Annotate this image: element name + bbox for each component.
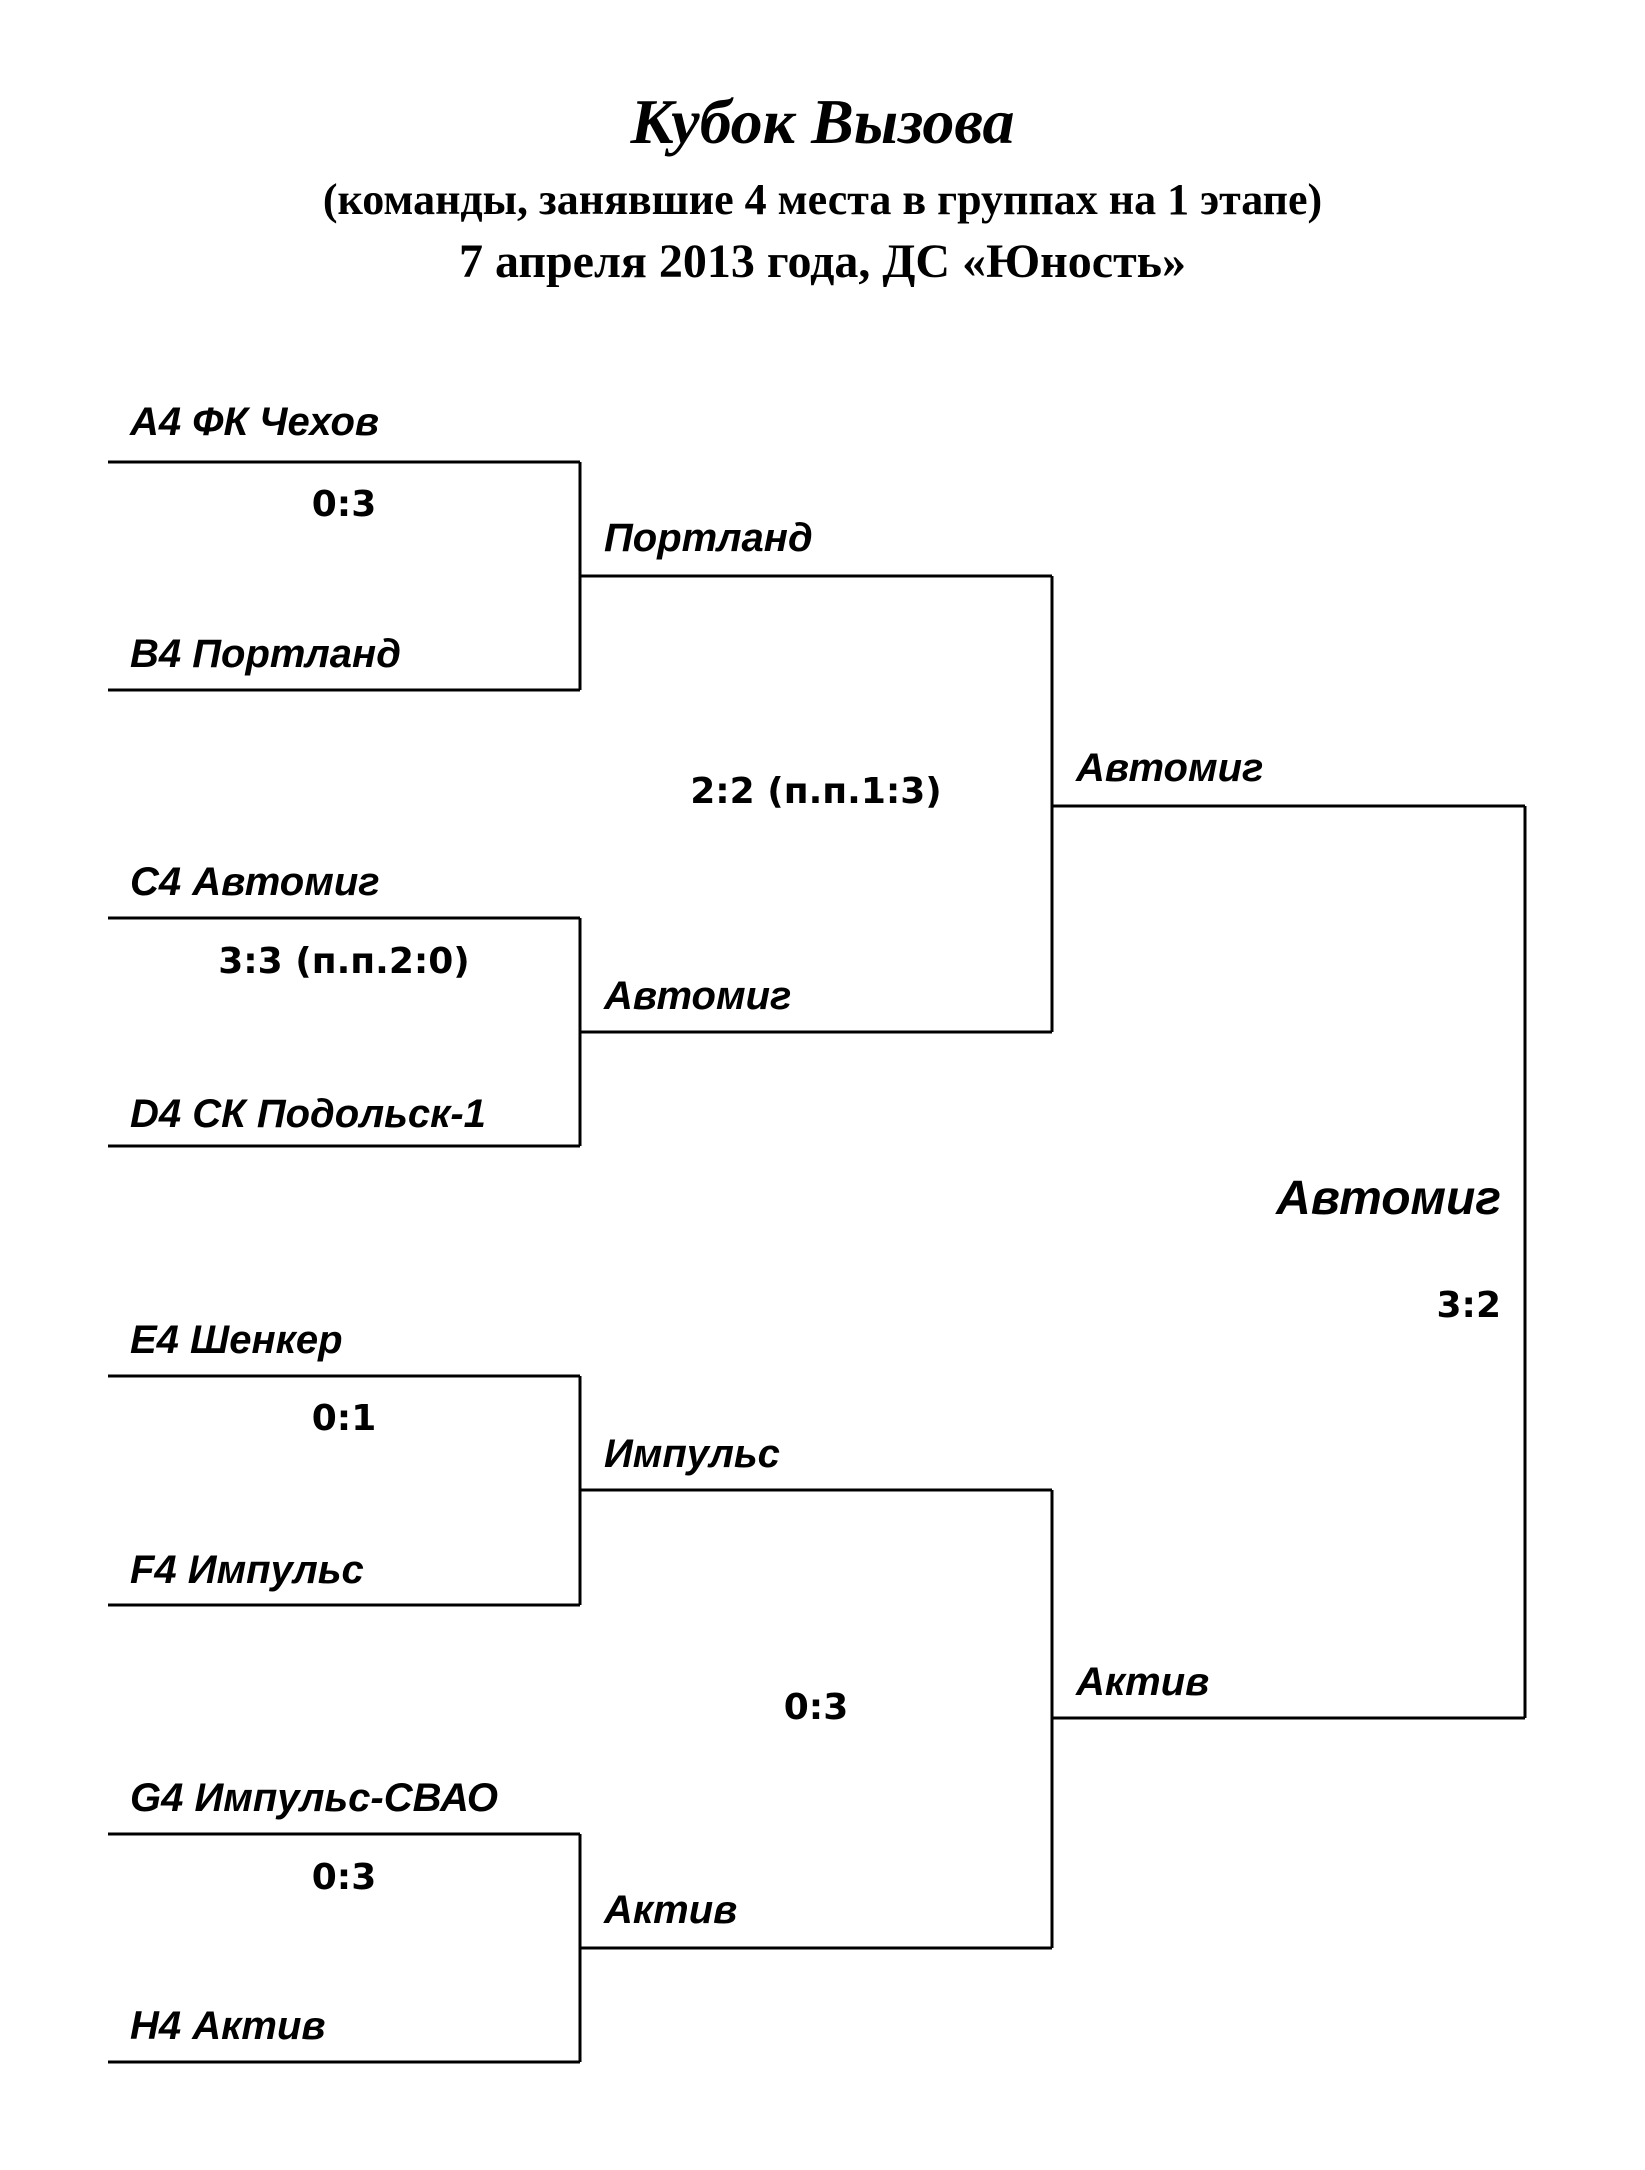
advancing-team: Импульс <box>604 1432 780 1476</box>
champion-team: Автомиг <box>1276 1172 1501 1225</box>
match-score: 0:3 <box>783 1687 849 1728</box>
advancing-team: Автомиг <box>604 974 792 1018</box>
team-b4: B4 Портланд <box>130 632 401 676</box>
team-f4: F4 Импульс <box>130 1548 364 1592</box>
team-a4: A4 ФК Чехов <box>130 400 380 444</box>
match-score: 0:1 <box>311 1398 377 1439</box>
page-subtitle: (команды, занявшие 4 места в группах на … <box>322 175 1323 224</box>
team-g4: G4 Импульс-СВАО <box>130 1776 498 1820</box>
team-h4: H4 Актив <box>130 2004 326 2048</box>
advancing-team: Актив <box>604 1888 738 1932</box>
advancing-team: Актив <box>1076 1660 1210 1704</box>
final-score: 3:2 <box>1436 1285 1502 1326</box>
event-date-venue: 7 апреля 2013 года, ДС «Юность» <box>458 235 1187 288</box>
advancing-team: Автомиг <box>1076 746 1264 790</box>
team-e4: E4 Шенкер <box>130 1318 343 1362</box>
match-score: 3:3 (п.п.2:0) <box>218 941 470 982</box>
match-score: 0:3 <box>311 484 377 525</box>
team-d4: D4 СК Подольск-1 <box>130 1092 486 1136</box>
advancing-team: Портланд <box>604 516 813 560</box>
match-score: 0:3 <box>311 1857 377 1898</box>
match-score: 2:2 (п.п.1:3) <box>690 771 942 812</box>
team-c4: C4 Автомиг <box>130 860 380 904</box>
page-title: Кубок Вызова <box>630 86 1015 157</box>
